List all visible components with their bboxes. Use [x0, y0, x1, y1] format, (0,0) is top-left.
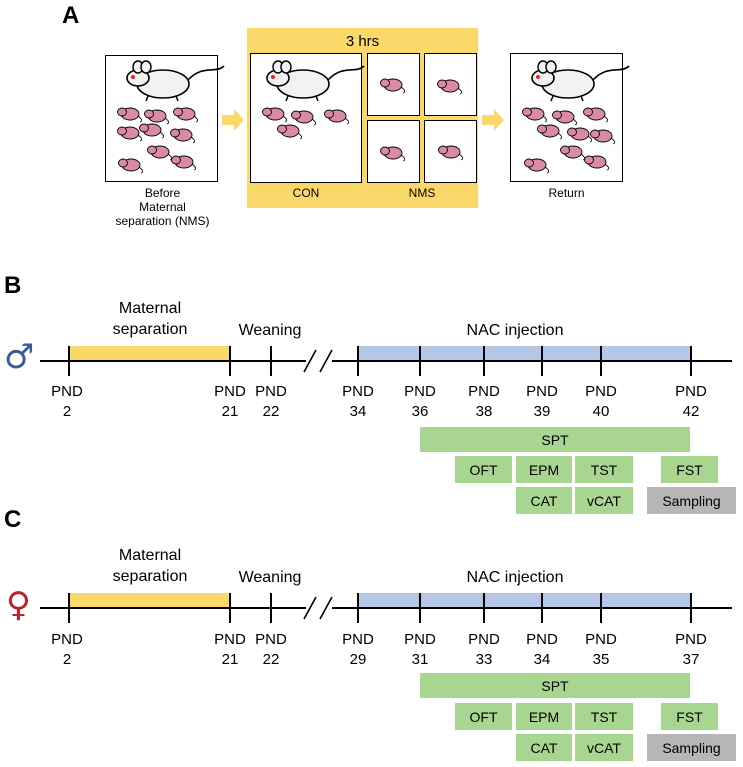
female-symbol: ♀ [6, 585, 31, 625]
maternal-separation-label-c: Maternal separation [90, 545, 210, 587]
oft-box-b: OFT [455, 456, 512, 483]
fst-box-b: FST [661, 456, 718, 483]
panel-label-b: B [4, 272, 22, 299]
nac-label-b: NAC injection [466, 322, 564, 339]
cat-box-b: CAT [516, 487, 572, 514]
panel-label-c: C [4, 506, 22, 533]
cat-box-c: CAT [516, 734, 572, 761]
male-symbol: ♂ [4, 337, 35, 377]
weaning-label-b: Weaning [238, 322, 302, 339]
nms-caption: NMS [408, 186, 436, 200]
maternal-label-line-1: Maternal [118, 300, 182, 317]
duration-label: 3 hrs [345, 33, 380, 50]
before-caption-line-2: Maternal [139, 200, 186, 214]
maternal-period-bar-b [69, 346, 230, 362]
nac-period-bar-c [358, 593, 691, 609]
maternal-label-line-2: separation [112, 568, 188, 585]
tst-box-c: TST [575, 703, 633, 730]
maternal-separation-label-b: Maternal separation [90, 298, 210, 340]
before-caption: Before Maternal separation (NMS) [90, 186, 235, 228]
oft-box-c: OFT [455, 703, 512, 730]
weaning-label-c: Weaning [238, 569, 302, 586]
maternal-period-bar-c [69, 593, 230, 609]
vcat-box-c: vCAT [575, 734, 633, 761]
maternal-label-line-2: separation [112, 321, 188, 338]
before-caption-line-3: separation (NMS) [115, 214, 210, 228]
nac-label-c: NAC injection [466, 569, 564, 586]
before-caption-line-1: Before [144, 186, 181, 200]
panel-label-a: A [62, 2, 80, 29]
maternal-label-line-1: Maternal [118, 547, 182, 564]
epm-box-b: EPM [516, 456, 572, 483]
sampling-box-b: Sampling [647, 487, 736, 514]
vcat-box-b: vCAT [575, 487, 633, 514]
fst-box-c: FST [661, 703, 718, 730]
epm-box-c: EPM [516, 703, 572, 730]
spt-box-b: SPT [420, 427, 690, 452]
tst-box-b: TST [575, 456, 633, 483]
sampling-box-c: Sampling [647, 734, 736, 761]
return-caption: Return [548, 186, 585, 200]
nac-period-bar-b [358, 346, 691, 362]
spt-box-c: SPT [420, 673, 690, 698]
con-caption: CON [292, 186, 320, 200]
